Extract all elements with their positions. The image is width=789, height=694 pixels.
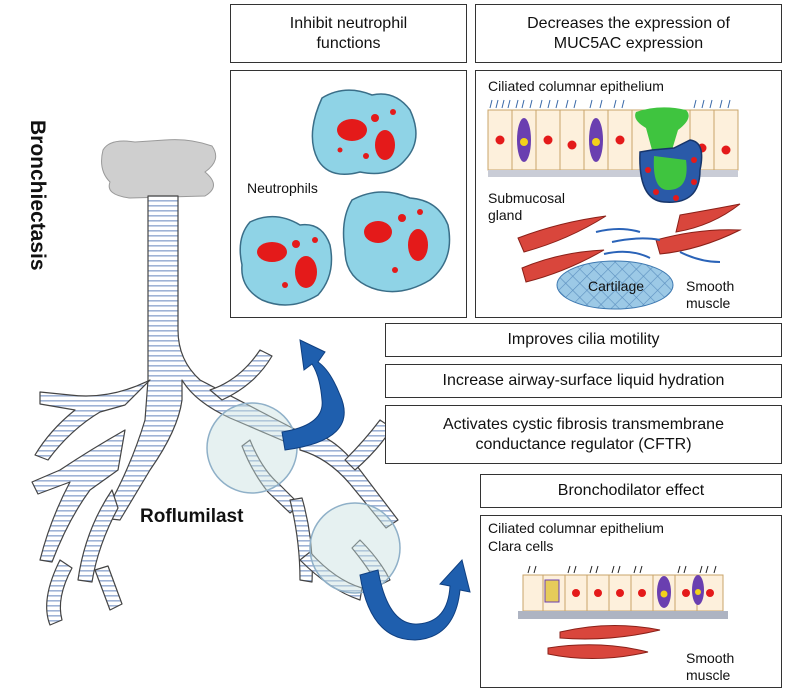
larynx-shape [101,139,217,199]
left-small-branch [46,559,73,626]
arrow-lower [359,558,471,641]
submucosal-gland [635,107,703,203]
effect-bronchodilator: Bronchodilator effect [480,474,782,508]
ciliated-epithelium-label-2: Ciliated columnar epithelium [488,520,664,536]
left-branch-2 [94,565,123,611]
smooth-muscle-upper [517,203,742,283]
right-lower-branch [289,497,313,583]
magnify-circle-upper [206,402,298,494]
neutrophils-label: Neutrophils [247,180,318,196]
airway-wall-panel [475,70,782,318]
small-airway-panel [480,515,782,688]
neutrophil-cell-1 [311,89,417,175]
roflumilast-label: Roflumilast [140,506,244,527]
clara-cells-label: Clara cells [488,538,554,554]
trachea [101,195,301,521]
arrow-upper [281,339,345,451]
smooth-muscle-label-1: Smooth muscle [686,278,735,311]
neutrophil-panel [230,70,467,318]
right-upper-branch [209,349,273,401]
epithelium-lower [518,565,728,619]
epithelium-upper [487,99,739,177]
left-bronchus [34,379,151,461]
smooth-muscle-lower [547,624,661,660]
submucosal-gland-label: Submucosal gland [488,190,566,223]
effect-asl-hydration: Increase airway-surface liquid hydration [385,364,782,398]
left-lower-branch [31,429,126,563]
neutrophil-cell-3 [342,191,451,293]
effect-cilia-motility: Improves cilia motility [385,323,782,357]
effect-inhibit-neutrophil: Inhibit neutrophil functions [230,4,467,63]
ciliated-epithelium-label-1: Ciliated columnar epithelium [488,78,664,94]
fibers [595,228,721,263]
cartilage-label: Cartilage [588,278,645,294]
left-mid-branch [77,489,119,583]
right-branch-b [241,439,301,514]
magnify-circle-lower [309,502,401,594]
effect-cftr: Activates cystic fibrosis transmembrane … [385,405,782,464]
cartilage-shape [556,260,674,310]
neutrophil-cell-2 [239,216,333,306]
smooth-muscle-label-2: Smooth muscle [686,650,735,683]
effect-muc5ac: Decreases the expression of MUC5AC expre… [475,4,782,63]
